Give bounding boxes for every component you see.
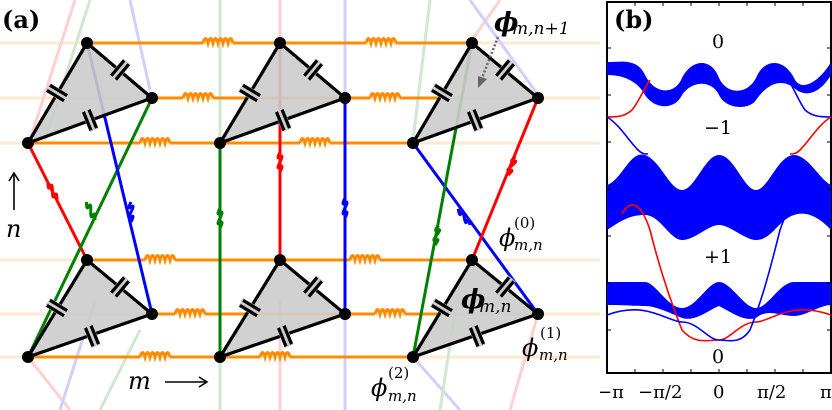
edge-state-red-lower <box>621 204 832 342</box>
panel-a-label: (a) <box>2 5 40 34</box>
unit-cells <box>26 41 540 359</box>
gap-label-upper: −1 <box>704 117 732 139</box>
x-tick-label-zero: 0 <box>713 382 724 403</box>
gap-label-bottom: 0 <box>712 346 724 368</box>
gap-label-lower: +1 <box>704 246 732 268</box>
phi-top-label-group: ϕ m,n+1 <box>494 8 570 39</box>
panel-b-label: (b) <box>614 5 654 34</box>
axis-m-indicator: m <box>128 367 209 395</box>
x-tick-label-pi-half: π/2 <box>757 382 786 403</box>
arrow-right-icon <box>198 376 209 388</box>
red-link-cell3 <box>470 97 540 261</box>
phi2-label-group: ϕ (2) m,n <box>371 364 417 405</box>
blue-link-cell3 <box>411 142 540 315</box>
x-tick-label-neg-pi-half: −π/2 <box>638 382 682 403</box>
axis-n-indicator: n <box>6 171 21 243</box>
phi0-label: ϕ <box>499 224 515 252</box>
phi2-sub: m,n <box>388 387 417 405</box>
phi1-label-group: ϕ (1) m,n <box>522 324 568 364</box>
phi0-label-group: ϕ (0) m,n <box>499 214 543 254</box>
unit-cell-bottom-2 <box>218 258 347 359</box>
lattice-nodes <box>22 37 544 363</box>
phi-top-sub: m,n+1 <box>512 19 570 39</box>
green-link-cell1 <box>26 97 154 358</box>
unit-cell-top-1 <box>26 41 154 145</box>
phi0-sup: (0) <box>514 214 535 232</box>
edge-state-blue-upper-right <box>787 79 832 118</box>
unit-cell-top-2 <box>218 41 347 145</box>
unit-cell-top-3 <box>411 41 540 145</box>
bulk-bands <box>607 61 831 319</box>
edge-state-blue-lower <box>606 204 811 342</box>
phi-center-label-group: ϕ m,n <box>461 285 511 317</box>
phi2-label: ϕ <box>371 374 387 402</box>
phi-center-label: ϕ <box>461 285 485 315</box>
y-ticks <box>607 47 831 331</box>
phi1-sub: m,n <box>539 346 568 364</box>
phi1-label: ϕ <box>522 334 538 362</box>
red-link-cell1 <box>26 142 89 261</box>
edge-state-red-upper-right <box>789 116 832 155</box>
gap-label-top: 0 <box>712 31 724 53</box>
phi2-sup: (2) <box>388 364 409 382</box>
edge-state-blue-upper <box>606 116 649 155</box>
unit-cell-bottom-1 <box>26 258 154 359</box>
band-structure-plot: 0 −1 +1 0 −π −π/2 0 π/2 π (b) <box>600 1 832 403</box>
edge-states <box>606 79 832 342</box>
axis-m-label: m <box>128 367 151 395</box>
x-tick-label-neg-pi: −π <box>600 382 624 403</box>
edge-state-red-upper <box>606 79 651 118</box>
circuit-lattice-diagram: (a) n m ϕ m,n+1 ϕ m,n ϕ (0) m,n ϕ (1) m,… <box>0 0 600 410</box>
phi1-sup: (1) <box>540 324 561 342</box>
phi0-sub: m,n <box>514 236 543 254</box>
x-ticks <box>634 2 804 373</box>
unit-cell-bottom-3 <box>411 258 540 359</box>
axis-n-label: n <box>6 215 21 243</box>
phi-top-label: ϕ <box>494 8 518 38</box>
x-tick-label-pi: π <box>820 382 832 403</box>
pointer-arrow-icon <box>478 36 500 88</box>
phi-center-sub: m,n <box>479 297 511 317</box>
arrow-up-icon <box>8 171 20 182</box>
horizontal-links-bottom-row <box>28 254 472 359</box>
